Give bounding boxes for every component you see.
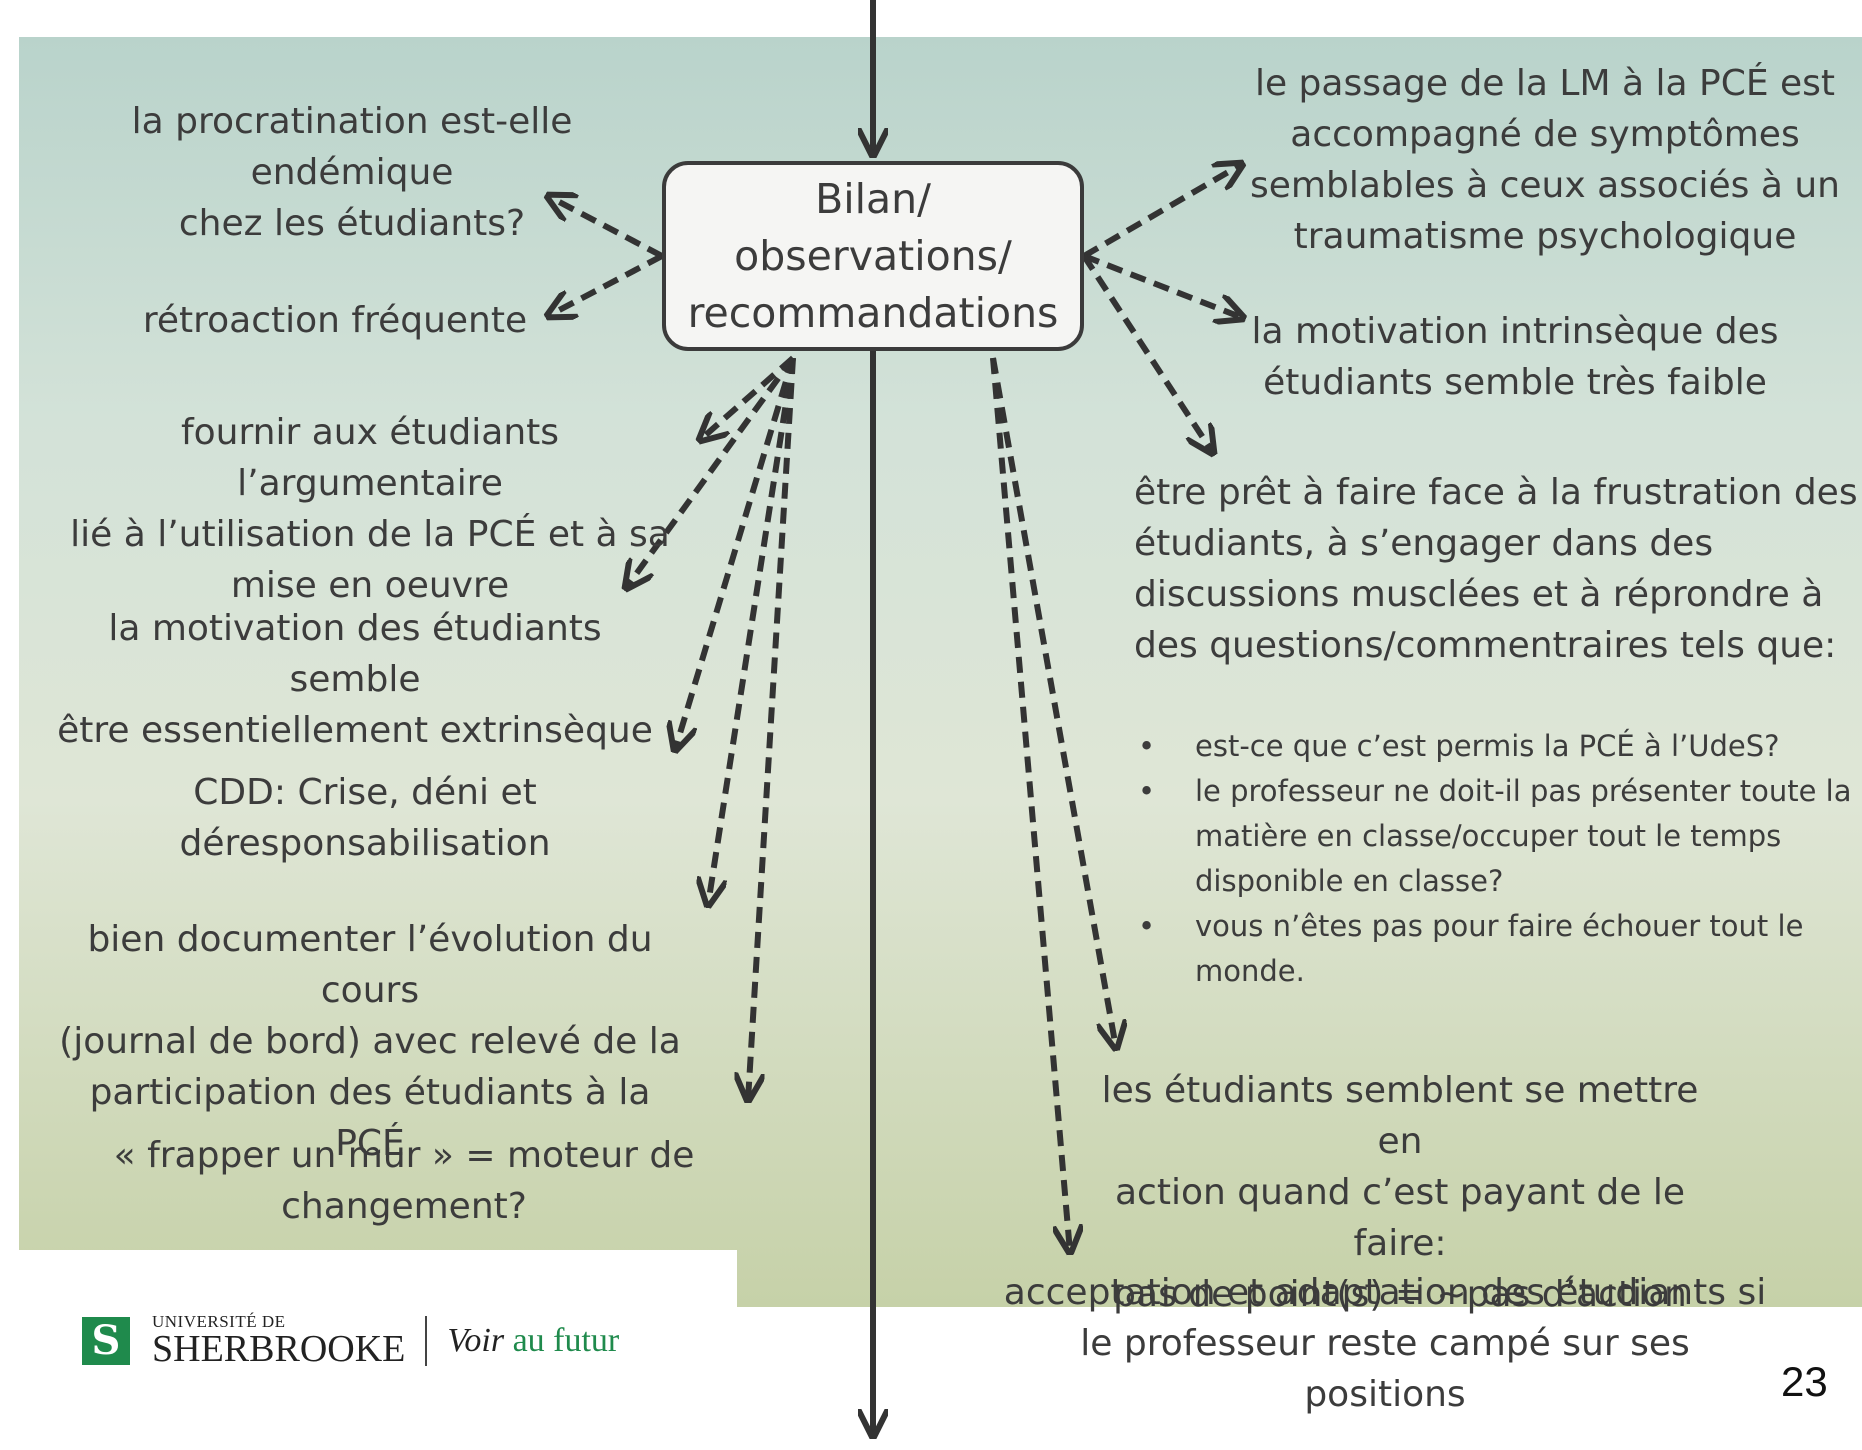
arrow-frapper-mur xyxy=(748,357,796,1100)
question-item: vous n’êtes pas pour faire échouer tout … xyxy=(1130,904,1862,994)
node-procrastination: la procratination est-elle endémique che… xyxy=(131,101,573,244)
question-item: le professeur ne doit-il pas présenter t… xyxy=(1130,769,1862,904)
university-wordmark: UNIVERSITÉ DE SHERBROOKE xyxy=(152,1312,406,1370)
question-list: est-ce que c’est permis la PCÉ à l’UdeS?… xyxy=(1130,724,1862,994)
node-argumentaire: fournir aux étudiants l’argumentaire lié… xyxy=(70,412,670,606)
central-node-label: Bilan/ observations/ recommandations xyxy=(687,174,1059,337)
arrow-retroaction xyxy=(548,253,664,316)
arrow-motivation-extrinseque xyxy=(626,356,796,588)
node-payant: les étudiants semblent se mettre en acti… xyxy=(1101,1070,1699,1315)
node-frapper-mur: « frapper un mur » = moteur de changemen… xyxy=(113,1135,695,1227)
node-retroaction: rétroaction fréquente xyxy=(142,300,528,341)
logo-small-text: UNIVERSITÉ DE xyxy=(152,1312,286,1331)
slogan-part-b: au futur xyxy=(512,1322,620,1359)
arrow-payant xyxy=(990,357,1116,1048)
arrow-passage-lm xyxy=(1082,164,1242,259)
node-frustration: être prêt à faire face à la frustration … xyxy=(1134,472,1858,666)
arrow-acceptation xyxy=(990,357,1070,1252)
node-acceptation: acceptation et adaptation des étudiants … xyxy=(1003,1272,1767,1415)
page-number: 23 xyxy=(1781,1358,1828,1405)
node-passage-lm: le passage de la LM à la PCÉ est accompa… xyxy=(1250,63,1840,257)
node-cdd: CDD: Crise, déni et déresponsabilisation xyxy=(179,772,551,864)
node-motivation-extrinseque: la motivation des étudiants semble être … xyxy=(57,608,653,751)
university-logo: S UNIVERSITÉ DE SHERBROOKE Voir au futur xyxy=(82,1311,619,1371)
university-emblem-icon: S xyxy=(82,1317,130,1365)
arrow-frustration xyxy=(1081,254,1213,453)
logo-slogan: Voir au futur xyxy=(447,1322,619,1360)
central-node: Bilan/ observations/ recommandations xyxy=(662,161,1084,351)
slogan-part-a: Voir xyxy=(447,1322,505,1359)
node-documenter: bien documenter l’évolution du cours (jo… xyxy=(59,919,681,1164)
arrow-argumentaire xyxy=(700,355,795,440)
question-item: est-ce que c’est permis la PCÉ à l’UdeS? xyxy=(1130,724,1862,769)
arrow-motivation-intrinseque xyxy=(1082,253,1243,318)
arrow-documenter xyxy=(708,357,796,905)
arrow-cdd xyxy=(675,357,796,750)
logo-divider xyxy=(425,1316,428,1366)
logo-big-text: SHERBROOKE xyxy=(152,1328,406,1370)
arrow-procrastination xyxy=(548,196,664,259)
node-motivation-intrinseque: la motivation intrinsèque des étudiants … xyxy=(1251,311,1779,403)
